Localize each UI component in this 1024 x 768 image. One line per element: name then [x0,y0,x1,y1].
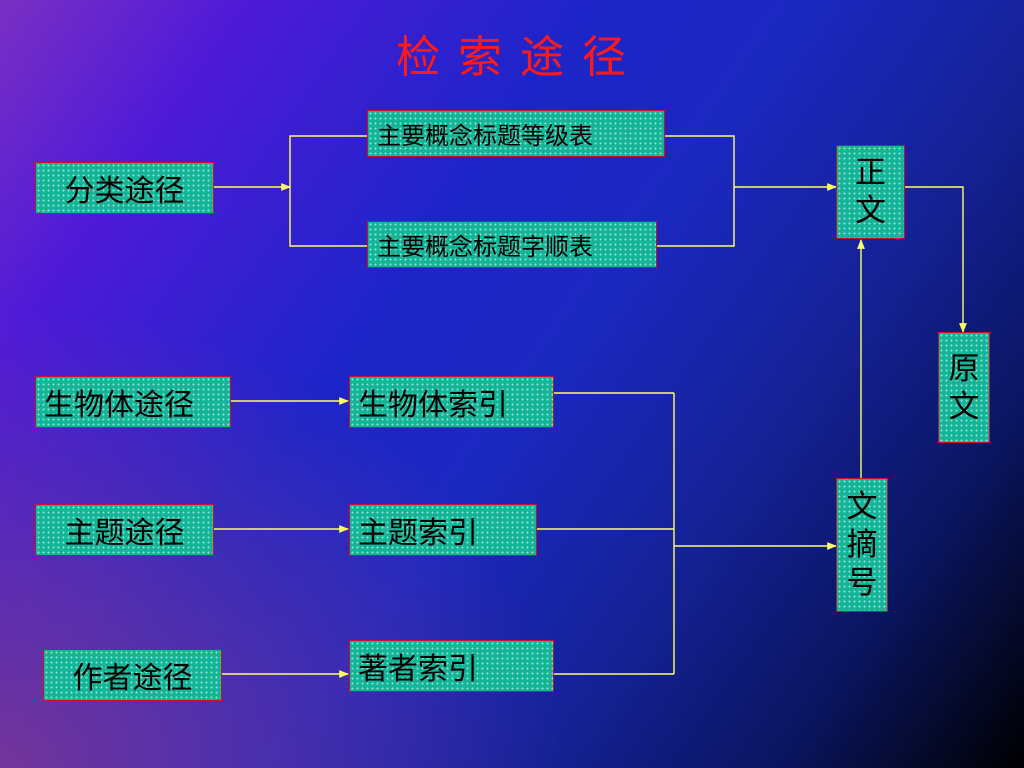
node-subject-index: 主题索引 [349,504,537,556]
node-original-text: 原 文 [938,332,990,443]
original-text-char: 原 [948,350,980,387]
node-organism-index: 生物体索引 [349,376,554,428]
abstract-number-char: 号 [846,565,878,601]
node-alphabetical-table: 主要概念标题字顺表 [367,221,657,268]
node-main-text: 正 文 [836,145,905,239]
node-author-index: 著者索引 [349,640,554,692]
node-classification-path: 分类途径 [35,162,214,214]
node-subject-path: 主题途径 [35,504,214,556]
abstract-number-char: 文 [846,489,878,525]
node-author-path: 作者途径 [43,649,222,701]
abstract-number-char: 摘 [846,527,878,563]
original-text-char: 文 [948,388,980,425]
slide-title: 检 索 途 径 [396,32,628,83]
bracket-tables-left [289,135,367,247]
main-text-char: 正 [855,155,886,191]
main-text-char: 文 [855,193,886,229]
node-abstract-number: 文 摘 号 [836,478,888,612]
bracket-tables-right [657,135,735,247]
node-hierarchy-table: 主要概念标题等级表 [367,110,665,157]
node-organism-path: 生物体途径 [35,376,231,428]
arrow-main-text-to-original [905,186,967,333]
